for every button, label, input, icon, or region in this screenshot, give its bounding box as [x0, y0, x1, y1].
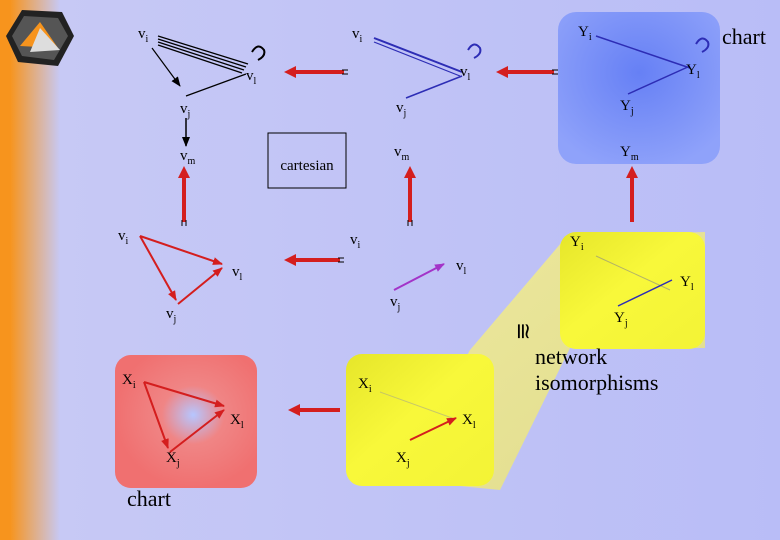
arrow-up-middle [404, 166, 416, 226]
label-v_l-middle: vl [456, 258, 467, 277]
chart-label-bottom: chart [127, 486, 171, 511]
svg-text:vi: vi [350, 232, 361, 251]
label-v_i-top-left: vi [138, 26, 149, 45]
graph-X-pink [143, 381, 225, 453]
svg-text:Yj: Yj [620, 98, 634, 117]
svg-text:Yl: Yl [680, 274, 694, 293]
label-v_l-top-middle: vl [460, 64, 471, 83]
label-X_i-yellow: Xi [358, 376, 372, 395]
svg-text:Xl: Xl [230, 412, 244, 431]
svg-text:vi: vi [352, 26, 363, 45]
svg-text:vj: vj [396, 100, 406, 119]
arrow-top-left [284, 66, 348, 78]
cartesian-label: cartesian [280, 158, 334, 174]
svg-text:vl: vl [456, 258, 467, 277]
svg-text:vl: vl [460, 64, 471, 83]
label-v_i-top-middle: vi [352, 26, 363, 45]
cartesian-box [267, 132, 347, 189]
functor-arrows [178, 66, 638, 416]
graph-X-yellow [379, 391, 457, 441]
svg-text:Yi: Yi [570, 234, 584, 253]
label-v_j-top-left: vj [180, 101, 190, 120]
label-v_m-top-left: vm [180, 148, 196, 167]
svg-text:Xj: Xj [396, 450, 410, 469]
arrow-up-left [178, 166, 190, 226]
label-Y_l-yellow: Yl [680, 274, 694, 293]
svg-text:vi: vi [138, 26, 149, 45]
svg-text:Xj: Xj [166, 450, 180, 469]
label-Y_m-top-right: Ym [620, 144, 639, 163]
svg-text:Xi: Xi [122, 372, 136, 391]
arrow-top-right [496, 66, 558, 78]
graph-top-right [595, 35, 710, 95]
svg-text:Ym: Ym [620, 144, 639, 163]
label-X_l-yellow: Xl [462, 412, 476, 431]
loop-icon-1 [251, 45, 266, 61]
label-X_j-yellow: Xj [396, 450, 410, 469]
pink-panel [115, 355, 257, 488]
svg-text:Yi: Yi [578, 24, 592, 43]
label-v_m-top-middle: vm [394, 144, 410, 163]
graph-middle [393, 263, 445, 291]
label-v_l-middle-left: vl [232, 264, 243, 283]
label-X_j-pink: Xj [166, 450, 180, 469]
svg-text:Xi: Xi [358, 376, 372, 395]
loop-icon-3 [695, 37, 710, 53]
label-X_i-pink: Xi [122, 372, 136, 391]
label-Y_i-top-right: Yi [578, 24, 592, 43]
label-v_j-middle-left: vj [166, 306, 176, 325]
loop-icon-2 [467, 43, 482, 59]
label-Y_j-top-right: Yj [620, 98, 634, 117]
arrow-up-right [626, 166, 638, 222]
label-v_i-middle-left: vi [118, 228, 129, 247]
label-v_l-top-left: vl [246, 68, 257, 87]
svg-text:vj: vj [166, 306, 176, 325]
iso-caption-line1: network [535, 344, 607, 369]
chart-title: chart [722, 24, 766, 49]
arrow-bottom-row [288, 404, 340, 416]
svg-text:vl: vl [232, 264, 243, 283]
svg-text:Yj: Yj [614, 310, 628, 329]
svg-text:vj: vj [390, 294, 400, 313]
svg-text:vi: vi [118, 228, 129, 247]
logo [6, 10, 74, 66]
label-Y_l-top-right: Yl [686, 62, 700, 81]
label-X_l-pink: Xl [230, 412, 244, 431]
svg-text:Yl: Yl [686, 62, 700, 81]
label-v_i-middle: vi [350, 232, 361, 251]
svg-text:vl: vl [246, 68, 257, 87]
yellow-panel-Y [560, 232, 705, 349]
graph-top-middle [373, 37, 482, 99]
label-v_j-top-middle: vj [396, 100, 406, 119]
graph-middle-left [139, 235, 223, 305]
svg-text:vm: vm [394, 144, 410, 163]
blue-panel [558, 12, 720, 164]
yellow-panel-X [346, 354, 494, 486]
graph-top-left [151, 35, 266, 147]
iso-symbol: ≅ [511, 322, 536, 340]
svg-text:vm: vm [180, 148, 196, 167]
label-v_j-middle: vj [390, 294, 400, 313]
label-Y_i-yellow: Yi [570, 234, 584, 253]
svg-text:Xl: Xl [462, 412, 476, 431]
arrow-middle-row [284, 254, 344, 266]
graph-Y-yellow [595, 255, 673, 307]
iso-caption-line2: isomorphisms [535, 370, 658, 395]
svg-text:vj: vj [180, 101, 190, 120]
label-Y_j-yellow: Yj [614, 310, 628, 329]
